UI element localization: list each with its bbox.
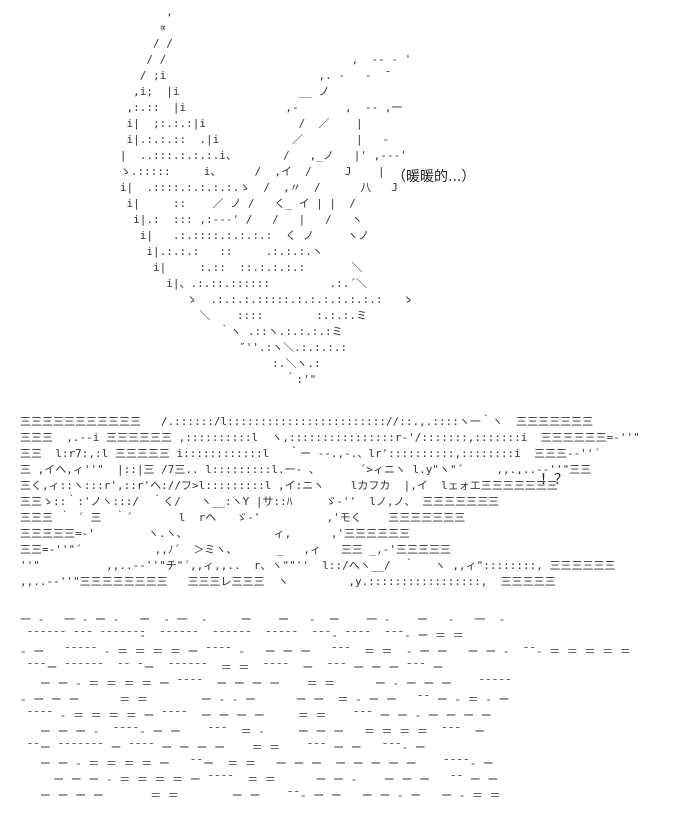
characters-ascii-art: 三三三三三三三三三三三 /.::::::/l::::::::::::::::::… xyxy=(20,415,640,588)
caption-exclaim: ！？ xyxy=(540,472,568,488)
ground-ascii-art: 一 - 一 - ー ‐ ー - 一 - ー ー ‐ ー 一 - ー - 一 - … xyxy=(20,613,631,802)
caption-warm: （暖暖的...） xyxy=(392,169,476,185)
hand-ascii-art: , ∝ / / / / , -- ‐ ' / ;i ,. - - ̄ ,i; |… xyxy=(119,5,414,386)
